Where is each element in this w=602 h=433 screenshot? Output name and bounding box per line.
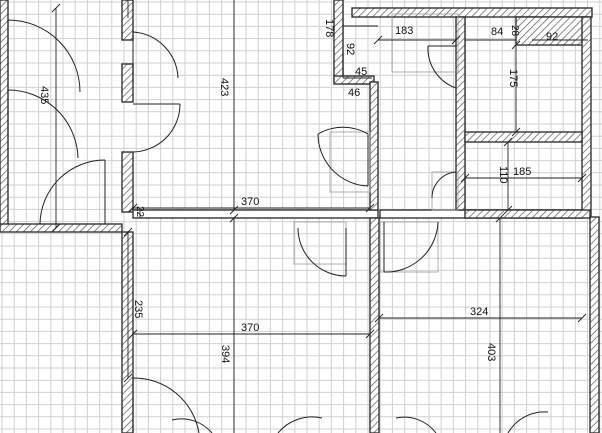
door-left-lower[interactable] [39, 159, 106, 225]
wall-center-vertical [369, 217, 380, 433]
door-bottom-d[interactable] [507, 411, 549, 433]
door-bottom-a[interactable] [171, 418, 213, 433]
dim-label-178: 178 [323, 19, 335, 37]
dim-label-370-top: 370 [241, 196, 259, 208]
door-bottom-c[interactable] [395, 416, 437, 433]
dim-label-110: 110 [497, 166, 509, 184]
dim-label-28: 28 [509, 25, 520, 37]
wall-wc-left [455, 16, 466, 211]
door-corridor-middle[interactable] [132, 103, 181, 153]
door-storage[interactable] [431, 171, 459, 211]
wall-corridor-left [121, 0, 134, 41]
wall-notch-horizontal [333, 75, 375, 85]
door-bottom-left[interactable] [132, 377, 200, 433]
dimension-labels: 435 423 370 22 178 92 45 46 183 84 28 92… [38, 19, 558, 363]
wall-left-bottom [0, 223, 123, 233]
dim-label-22: 22 [134, 206, 145, 218]
wall-corridor-left-mid [121, 63, 134, 103]
wall-top-right [351, 7, 593, 18]
wall-storage-bottom [464, 209, 591, 219]
dim-label-183: 183 [395, 25, 413, 37]
door-center-left[interactable] [293, 221, 347, 277]
door-bottom-b[interactable] [277, 416, 323, 433]
dimension-lines [55, 0, 588, 433]
dim-label-403: 403 [485, 343, 497, 361]
wall-left-exterior [0, 0, 9, 231]
dimension-ticks [51, 3, 587, 383]
dim-label-370-bottom: 370 [241, 322, 259, 334]
doors [7, 13, 549, 433]
dim-label-92-left: 92 [344, 43, 356, 55]
dim-label-45: 45 [355, 66, 367, 78]
dim-label-235: 235 [132, 300, 144, 318]
dim-label-435: 435 [38, 86, 50, 104]
door-left-middle[interactable] [7, 89, 79, 159]
wall-central-horizontal [132, 209, 379, 219]
dim-label-84: 84 [491, 26, 503, 38]
dim-label-92-right: 92 [546, 31, 558, 43]
wall-notch-vertical [333, 0, 344, 83]
dim-label-185: 185 [513, 166, 531, 178]
wall-bath-left [369, 81, 379, 211]
door-bath[interactable] [391, 13, 459, 89]
wall-right-exterior [581, 16, 592, 218]
dim-label-423: 423 [218, 78, 230, 96]
wall-right-exterior-lower [589, 216, 600, 433]
dim-label-46: 46 [348, 87, 360, 99]
door-left-upper[interactable] [7, 19, 81, 93]
dim-label-394: 394 [219, 345, 231, 363]
door-center-right[interactable] [379, 221, 439, 273]
door-corridor-upper[interactable] [132, 31, 179, 82]
wall-corridor-left-low [121, 151, 134, 213]
wall-bottom-left-vertical [121, 231, 134, 433]
door-hall-right[interactable] [317, 126, 371, 193]
wall-storage-divider [464, 131, 583, 143]
dim-label-324: 324 [470, 306, 488, 318]
dim-label-175: 175 [507, 69, 519, 87]
